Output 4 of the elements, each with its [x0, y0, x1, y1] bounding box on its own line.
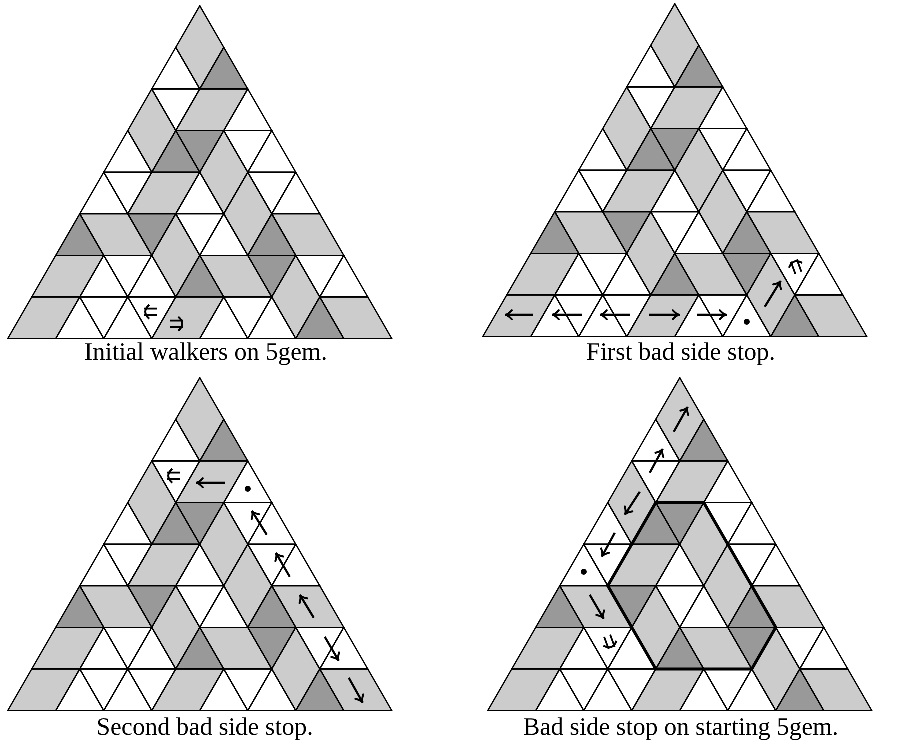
- caption: Second bad side stop.: [96, 713, 314, 743]
- caption: First bad side stop.: [586, 338, 776, 368]
- caption: Bad side stop on starting 5gem.: [523, 713, 839, 743]
- caption: Initial walkers on 5gem.: [84, 338, 328, 368]
